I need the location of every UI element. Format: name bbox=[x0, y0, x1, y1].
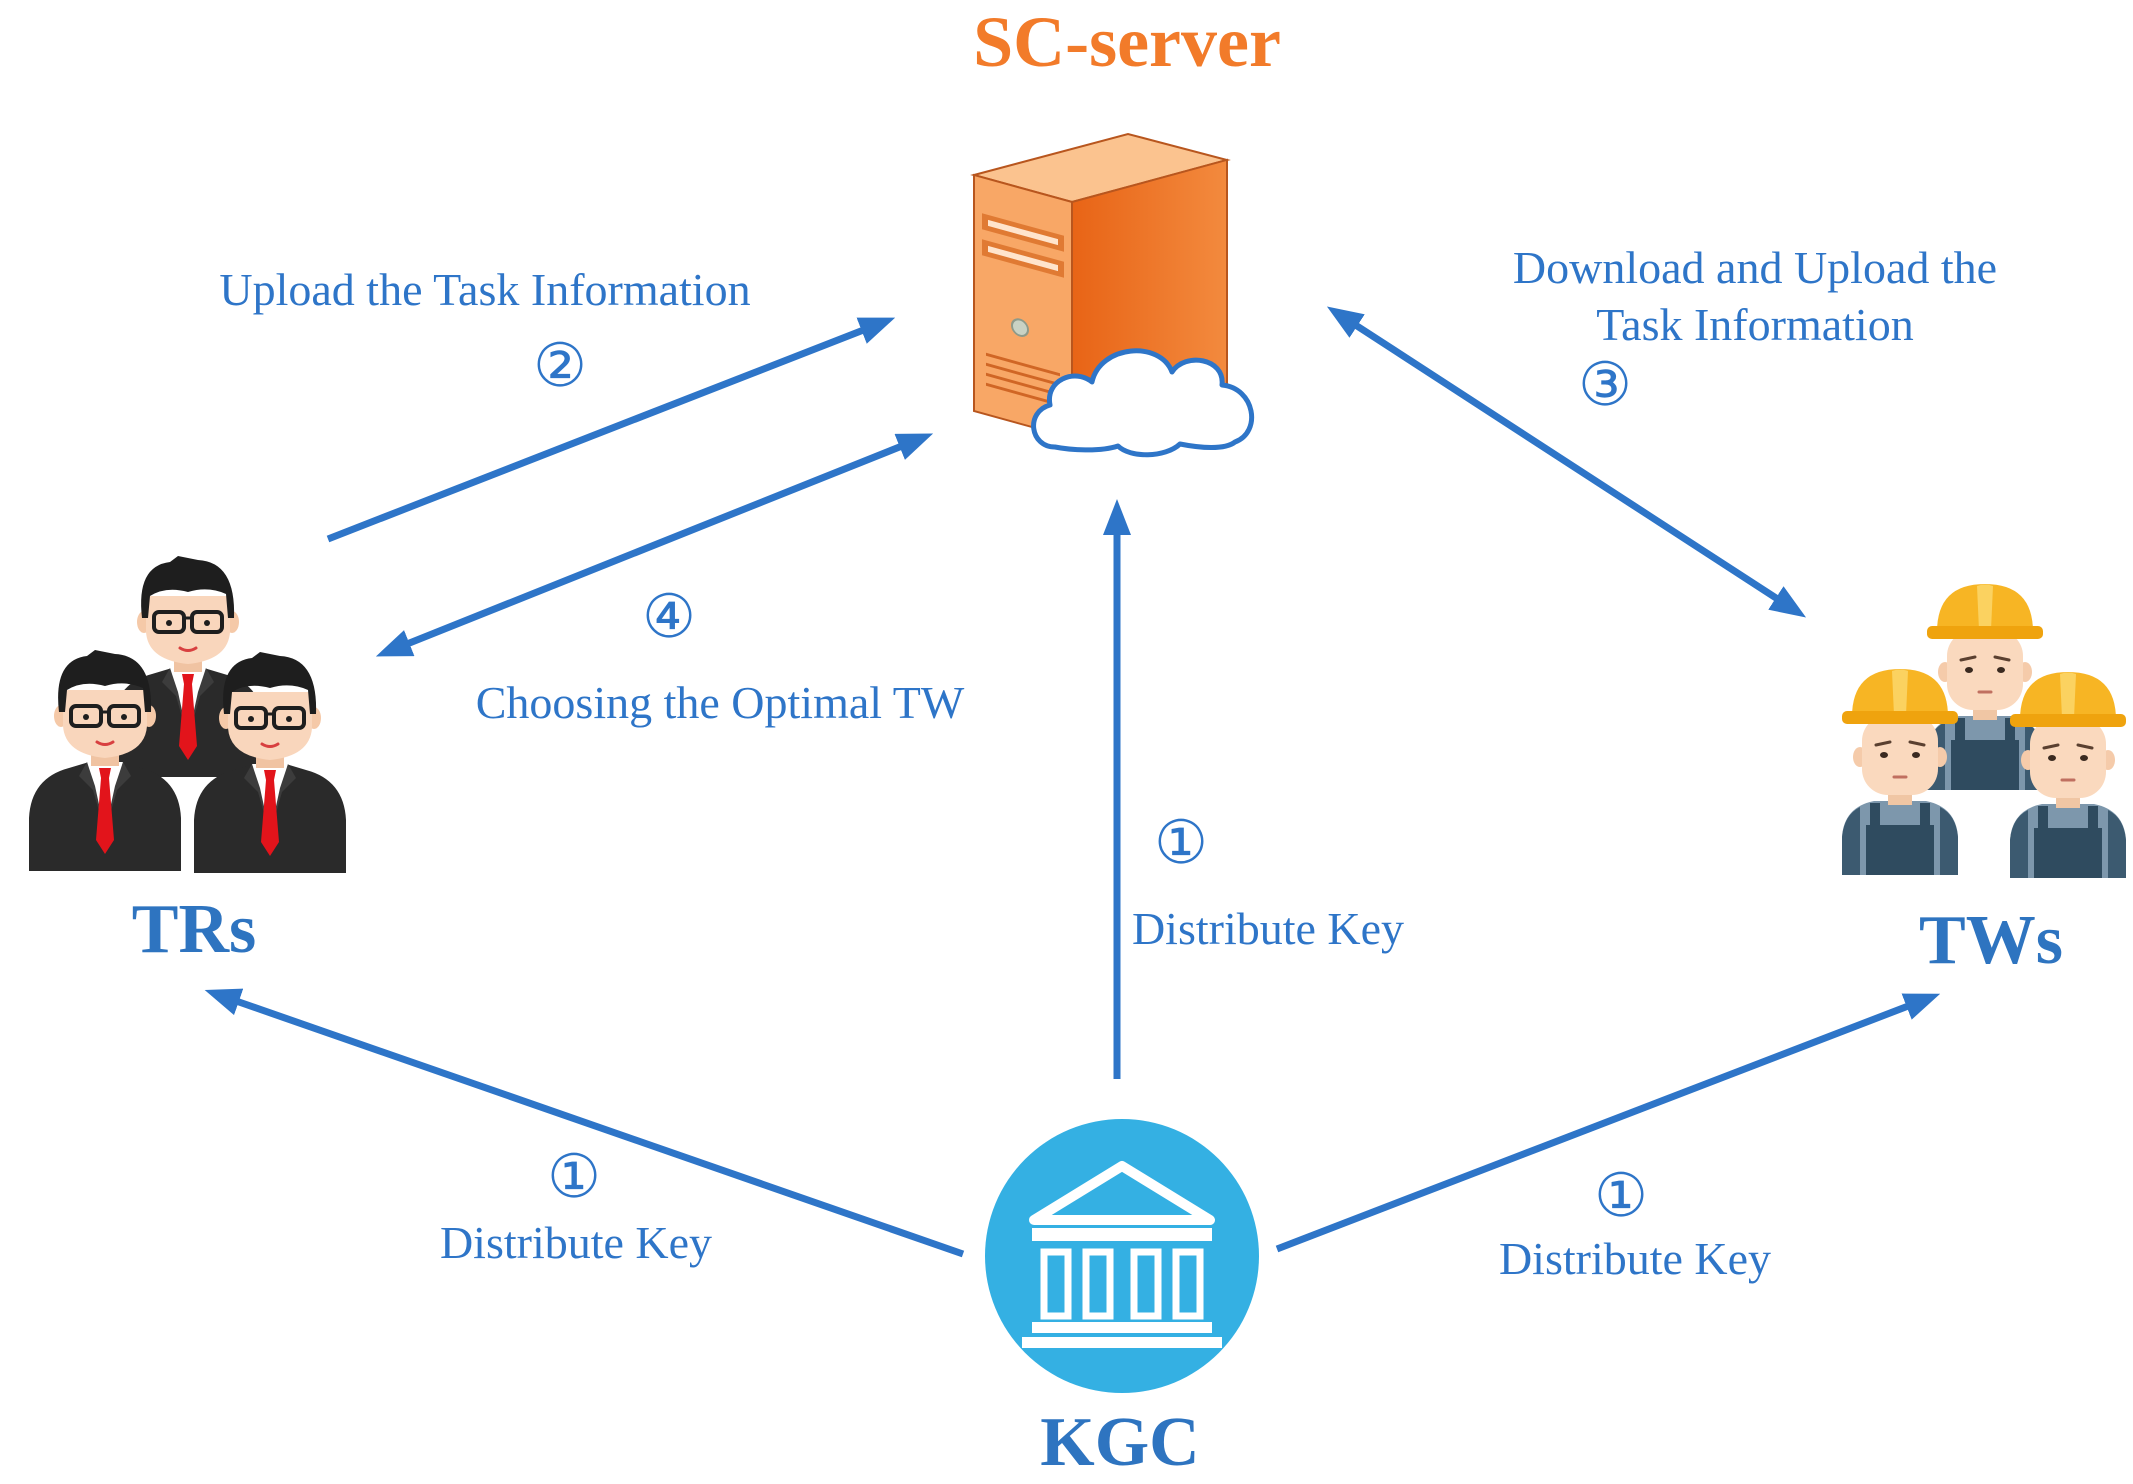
cloud-icon bbox=[1031, 348, 1254, 458]
download-step-text-line2: Task Information bbox=[1596, 299, 1913, 350]
tws-node: TWs bbox=[1840, 582, 2128, 979]
kgc-circle bbox=[985, 1119, 1259, 1393]
key-server-step-text: Distribute Key bbox=[1132, 903, 1404, 954]
trs-node: TRs bbox=[27, 554, 348, 968]
key-trs-step-text: Distribute Key bbox=[440, 1217, 712, 1268]
workers-group-icon bbox=[1840, 582, 2128, 880]
edge-labels: Upload the Task Information ② ④ Choosing… bbox=[219, 242, 1997, 1284]
key-trs-step-number: ① bbox=[547, 1142, 601, 1212]
arrow-key-to-tws bbox=[1275, 993, 1941, 1253]
upload-step-number: ② bbox=[533, 331, 587, 401]
arrow-key-to-trs bbox=[204, 988, 965, 1258]
server-label: SC-server bbox=[973, 2, 1281, 82]
server-cloud-icon bbox=[970, 132, 1254, 458]
arrows bbox=[204, 306, 1941, 1258]
kgc-node: KGC bbox=[985, 1119, 1259, 1481]
kgc-label: KGC bbox=[1040, 1404, 1199, 1481]
choose-step-number: ④ bbox=[642, 582, 696, 652]
key-tws-step-number: ① bbox=[1594, 1161, 1648, 1231]
key-tws-step-text: Distribute Key bbox=[1499, 1233, 1771, 1284]
server-node: SC-server bbox=[970, 2, 1281, 458]
download-step-text-line1: Download and Upload the bbox=[1513, 242, 1997, 293]
arrow-download-upload-task bbox=[1326, 306, 1807, 618]
bank-building-icon bbox=[1022, 1161, 1222, 1348]
choose-step-text: Choosing the Optimal TW bbox=[476, 677, 965, 728]
upload-step-text: Upload the Task Information bbox=[219, 264, 750, 315]
tws-label: TWs bbox=[1919, 902, 2063, 979]
arrow-upload-task bbox=[326, 317, 896, 543]
arrow-choose-optimal-tw bbox=[375, 433, 934, 657]
key-server-step-number: ① bbox=[1154, 808, 1208, 878]
businessmen-group-icon bbox=[27, 554, 348, 875]
download-step-number: ③ bbox=[1578, 350, 1632, 420]
trs-label: TRs bbox=[132, 891, 256, 968]
